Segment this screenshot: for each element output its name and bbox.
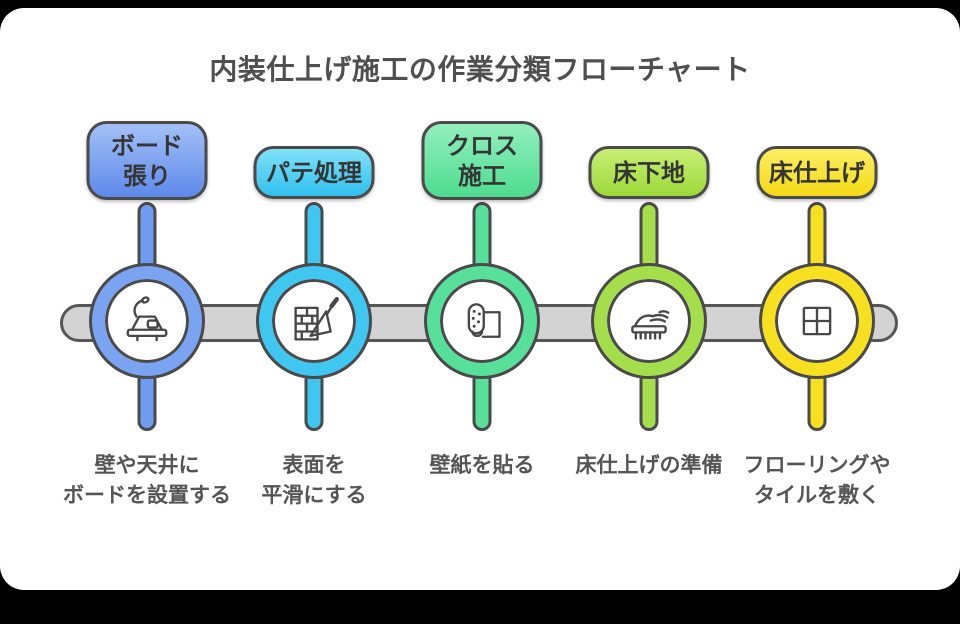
connector-stem-top (472, 202, 492, 274)
connector-stem-bottom (137, 370, 157, 431)
connector-stem-top (639, 202, 659, 274)
stage-description: 床仕上げの準備 (575, 453, 723, 477)
stage-label-pill[interactable]: 床仕上げ (756, 146, 878, 199)
wallpaper-roll-icon (467, 303, 501, 338)
stage-label: パテ処理 (266, 158, 362, 187)
connector-stem-top (304, 202, 324, 274)
floor-tile-icon (802, 306, 832, 336)
stage-label-pill[interactable]: パテ処理 (253, 146, 375, 199)
floor-leveling-icon (631, 310, 670, 340)
stage-label: 床下地 (613, 158, 685, 187)
connector-stem-bottom (472, 370, 492, 431)
stage-circle[interactable] (427, 266, 537, 376)
stage-description: 壁紙を貼る (429, 453, 535, 477)
putty-trowel-icon (294, 296, 339, 341)
page-title: 内装仕上げ施工の作業分類フローチャート (209, 53, 751, 86)
flow-node-cloth: クロス 施工 壁紙を貼る (372, 0, 592, 624)
connector-stem-top (137, 202, 157, 274)
stage-description: 壁や天井に ボードを設置する (63, 453, 231, 508)
connector-stem-bottom (304, 370, 324, 431)
stage-circle[interactable] (594, 266, 704, 376)
stage-label-pill[interactable]: 床下地 (588, 146, 710, 199)
flow-node-flooring: 床仕上げ フローリングや タイルを敷く (707, 0, 927, 624)
board-install-icon (126, 296, 168, 342)
stage-label: クロス 施工 (446, 131, 518, 190)
stage-label-pill[interactable]: クロス 施工 (421, 121, 543, 200)
connector-stem-bottom (807, 370, 827, 431)
stage-description: 表面を 平滑にする (261, 453, 367, 508)
stage-label: ボード 張り (111, 131, 183, 190)
flow-node-board: ボード 張り 壁や天井に ボードを設置する (37, 0, 257, 624)
stage-label-pill[interactable]: ボード 張り (86, 121, 208, 200)
stage-circle[interactable] (92, 266, 202, 376)
stage-circle[interactable] (259, 266, 369, 376)
stage-description: フローリングや タイルを敷く (743, 453, 891, 508)
stage-label: 床仕上げ (769, 158, 865, 187)
connector-stem-bottom (639, 370, 659, 431)
stage-circle[interactable] (762, 266, 872, 376)
flow-node-subfloor: 床下地 床仕上げの準備 (539, 0, 759, 624)
flow-node-putty: パテ処理 表面を 平滑にする (204, 0, 424, 624)
connector-stem-top (807, 202, 827, 274)
